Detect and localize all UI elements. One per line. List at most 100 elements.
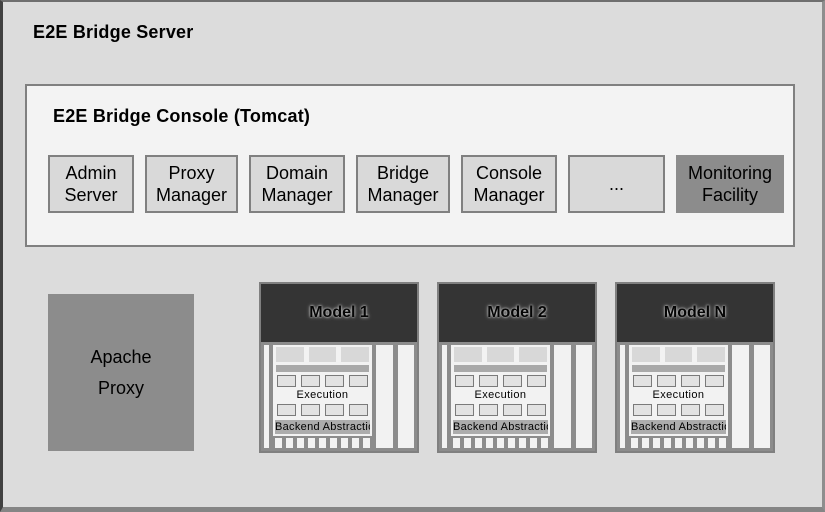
connector-pin <box>286 438 293 448</box>
connector-pin <box>708 438 715 448</box>
console-button-row: Admin Server Proxy Manager Domain Manage… <box>48 155 784 213</box>
connector-pin <box>664 438 671 448</box>
left-strip <box>264 345 269 448</box>
module-slot <box>697 347 726 362</box>
execution-label: Execution <box>474 389 527 401</box>
model-main: Execution Backend Abstraction <box>629 345 728 448</box>
connector-bar <box>276 365 369 372</box>
module-slot <box>341 347 370 362</box>
server-title: E2E Bridge Server <box>33 22 194 42</box>
apache-proxy-box: Apache Proxy <box>48 294 194 451</box>
io-column <box>753 345 770 448</box>
box-ellipsis: ... <box>568 155 665 213</box>
execution-port <box>657 404 676 416</box>
execution-label: Execution <box>652 389 705 401</box>
connector-pin <box>486 438 493 448</box>
execution-port <box>633 375 652 387</box>
execution-port <box>301 375 320 387</box>
module-slot <box>454 347 482 362</box>
execution-port <box>479 404 498 416</box>
execution-port-row <box>631 375 726 387</box>
connector-pin <box>341 438 348 448</box>
model-box-n: Model N <box>615 282 775 453</box>
execution-port-row <box>275 375 370 387</box>
execution-port-row <box>453 375 548 387</box>
execution-port <box>455 404 474 416</box>
box-monitoring-facility: Monitoring Facility <box>676 155 784 213</box>
io-columns <box>554 345 592 448</box>
connector-pin <box>653 438 660 448</box>
backend-connector-bars <box>629 438 728 448</box>
connector-pin <box>508 438 515 448</box>
execution-port <box>681 404 700 416</box>
model-box-1: Model 1 <box>259 282 419 453</box>
execution-port <box>705 404 724 416</box>
box-bridge-manager: Bridge Manager <box>356 155 450 213</box>
execution-port-row <box>275 404 370 416</box>
execution-port <box>503 404 522 416</box>
io-column <box>376 345 393 448</box>
box-domain-manager: Domain Manager <box>249 155 345 213</box>
backend-connector-bars <box>273 438 372 448</box>
module-slot <box>308 347 337 362</box>
connector-bar <box>454 365 547 372</box>
execution-port <box>349 404 368 416</box>
connector-pin <box>675 438 682 448</box>
model-box-2: Model 2 <box>437 282 597 453</box>
connector-pin <box>475 438 482 448</box>
model-1-header: Model 1 <box>261 284 417 342</box>
execution-port <box>455 375 474 387</box>
model-n-header: Model N <box>617 284 773 342</box>
connector-pin <box>541 438 548 448</box>
connector-pin <box>519 438 526 448</box>
execution-label: Execution <box>296 389 349 401</box>
box-proxy-manager: Proxy Manager <box>145 155 238 213</box>
execution-port-row <box>453 404 548 416</box>
runtime-panel: Execution Backend Abstraction <box>451 345 550 436</box>
execution-port-row <box>631 404 726 416</box>
io-column <box>732 345 749 448</box>
box-admin-server: Admin Server <box>48 155 134 213</box>
connector-pin <box>719 438 726 448</box>
connector-pin <box>352 438 359 448</box>
execution-port <box>277 404 296 416</box>
execution-port <box>681 375 700 387</box>
io-column <box>554 345 571 448</box>
console-panel: E2E Bridge Console (Tomcat) Admin Server… <box>25 84 795 247</box>
execution-port <box>325 404 344 416</box>
connector-pin <box>308 438 315 448</box>
execution-port <box>349 375 368 387</box>
module-slot-row <box>631 347 726 362</box>
connector-pin <box>363 438 370 448</box>
box-console-manager: Console Manager <box>461 155 557 213</box>
execution-port <box>277 375 296 387</box>
connector-pin <box>686 438 693 448</box>
module-slot-row <box>453 347 548 362</box>
models-row: Model 1 <box>259 282 775 453</box>
execution-port <box>503 375 522 387</box>
connector-pin <box>530 438 537 448</box>
execution-port <box>325 375 344 387</box>
module-slot <box>664 347 693 362</box>
backend-abstraction-bar: Backend Abstraction <box>631 420 726 434</box>
backend-abstraction-bar: Backend Abstraction <box>453 420 548 434</box>
console-title: E2E Bridge Console (Tomcat) <box>53 106 311 126</box>
io-columns <box>376 345 414 448</box>
connector-pin <box>642 438 649 448</box>
module-slot <box>632 347 660 362</box>
module-slot-row <box>275 347 370 362</box>
io-columns <box>732 345 770 448</box>
execution-port <box>479 375 498 387</box>
backend-connector-bars <box>451 438 550 448</box>
io-column <box>575 345 592 448</box>
model-main: Execution Backend Abstraction <box>451 345 550 448</box>
connector-bar <box>632 365 725 372</box>
connector-pin <box>330 438 337 448</box>
left-strip <box>442 345 447 448</box>
execution-port <box>527 404 546 416</box>
connector-pin <box>497 438 504 448</box>
model-2-header: Model 2 <box>439 284 595 342</box>
model-n-body: Execution Backend Abstraction <box>617 342 773 451</box>
io-column <box>397 345 414 448</box>
